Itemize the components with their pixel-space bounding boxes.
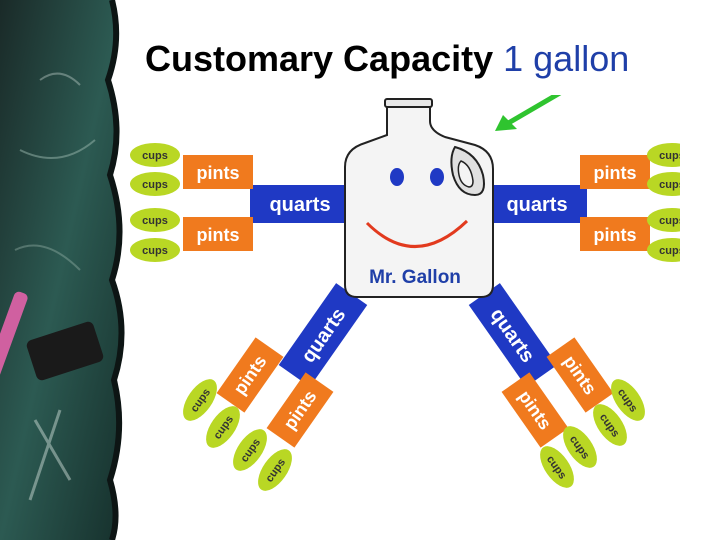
right-eye-icon [430,168,444,186]
gallon-jug-icon: Mr. Gallon [344,98,494,298]
pints-tag-right-bottom: pints [580,217,650,251]
slide-title: Customary Capacity 1 gallon [145,38,629,80]
arm-lower-right: quarts [468,283,558,387]
pints-tag-lower-left-a: pints [216,337,284,413]
quarts-label: quarts [269,194,330,216]
left-eye-icon [390,168,404,186]
cups-group-left: cups cups cups cups [130,143,180,262]
pints-label: pints [594,163,637,183]
pints-tag-left-top: pints [183,155,253,189]
title-part: 1 gallon [503,38,630,79]
cups-group-right: cups cups cups cups [647,143,680,262]
pints-tag-lower-right-b: pints [501,372,569,448]
pints-tag-right-top: pints [580,155,650,189]
quarts-bar-left: quarts [250,185,350,223]
cups-label: cups [142,150,168,162]
pointer-arrow-icon [495,95,562,131]
quarts-bar-right: quarts [487,185,587,223]
chalkboard-decoration [0,0,125,540]
cups-label: cups [659,215,680,227]
cups-label: cups [659,179,680,191]
smile-icon [365,219,469,248]
pints-tag-lower-right-a: pints [546,337,614,413]
pints-tag-left-bottom: pints [183,217,253,251]
cups-label: cups [142,215,168,227]
cups-label: cups [659,150,680,162]
pints-tag-lower-left-b: pints [266,372,334,448]
cups-label: cups [142,245,168,257]
pints-label: pints [594,225,637,245]
gallon-diagram: quarts pints pints cups cups cups cups q… [130,95,680,491]
cups-group-lower-right: cups cups cups cups [540,379,645,488]
cups-label: cups [142,179,168,191]
chalk-stick-icon [0,291,28,379]
arm-lower-left: quarts [278,283,368,387]
eraser-icon [26,321,104,381]
pints-label: pints [197,163,240,183]
title-main: Customary Capacity [145,38,494,79]
pints-label: pints [197,225,240,245]
quarts-label: quarts [506,194,567,216]
mr-gallon-label: Mr. Gallon [369,267,461,288]
cups-label: cups [659,245,680,257]
